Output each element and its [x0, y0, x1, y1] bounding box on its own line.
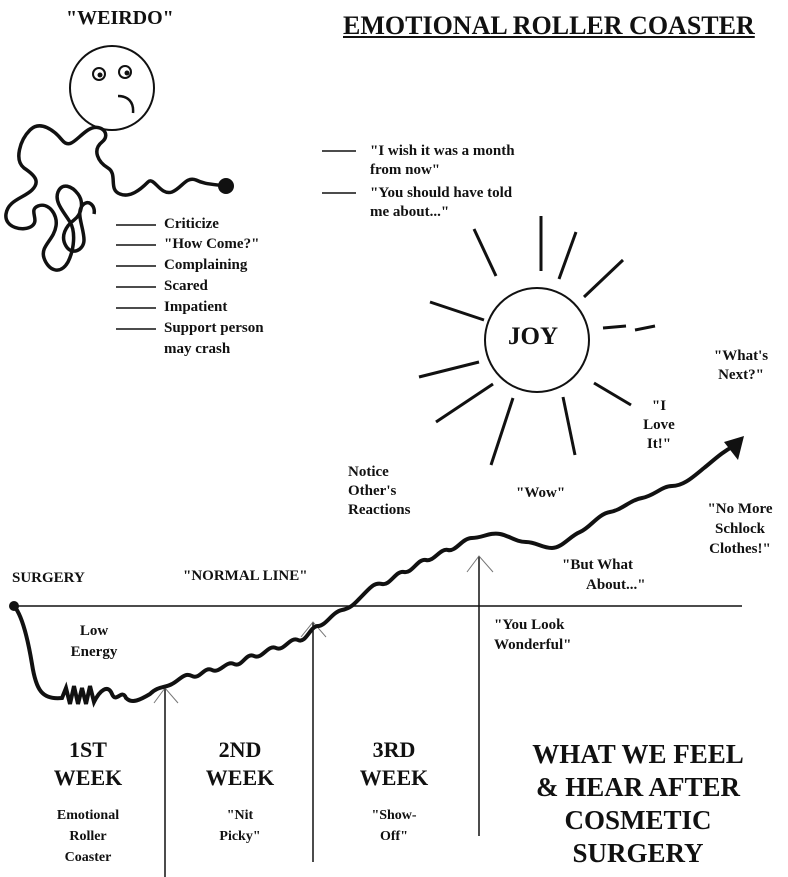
quote-told-line2: me about...": [370, 204, 450, 220]
week1-word: WEEK: [53, 765, 123, 790]
label-whats-next-1: "What's: [713, 348, 769, 364]
trait-support-person: Support person: [164, 320, 264, 336]
trait-how-come: "How Come?": [164, 236, 260, 252]
label-i-love-it-1: "I: [651, 398, 667, 414]
label-wow: "Wow": [516, 485, 566, 501]
weirdo-scribble: [4, 124, 227, 272]
week1-desc-2: Roller: [69, 829, 107, 844]
weirdo-left-pupil: [97, 72, 103, 78]
label-normal-line: "NORMAL LINE": [183, 568, 308, 584]
quote-told-line1: "You should have told: [370, 185, 513, 201]
week2-word: WEEK: [205, 765, 275, 790]
trait-impatient: Impatient: [164, 299, 228, 315]
week3-marker: [466, 555, 494, 573]
label-notice-2: Other's: [348, 483, 397, 499]
quote-dashes: [322, 150, 356, 194]
caption-line-2: & HEAR AFTER: [535, 772, 741, 802]
label-no-more-2: Schlock: [714, 521, 765, 537]
trait-scared: Scared: [164, 278, 208, 294]
weirdo-mouth: [117, 94, 135, 114]
weirdo-face: [69, 45, 155, 131]
caption-line-3: COSMETIC: [564, 805, 712, 835]
trait-complaining: Complaining: [164, 257, 248, 273]
joy-label: JOY: [508, 323, 558, 350]
quote-wish-line2: from now": [370, 162, 441, 178]
label-you-look-2: Wonderful": [494, 637, 572, 653]
week1-desc-3: Coaster: [64, 850, 112, 865]
weirdo-label: "WEIRDO": [66, 7, 174, 29]
label-low-energy-2: Energy: [70, 644, 118, 660]
trait-may-crash: may crash: [164, 341, 231, 357]
emotion-curve: [12, 444, 736, 708]
label-no-more-3: Clothes!": [709, 541, 771, 557]
label-i-love-it-3: It!": [646, 436, 672, 452]
caption-line-4: SURGERY: [572, 838, 704, 868]
week2-number: 2ND: [218, 737, 262, 762]
label-whats-next-2: Next?": [718, 367, 764, 383]
trait-dashes: [116, 224, 156, 330]
week3-number: 3RD: [372, 737, 416, 762]
label-but-what-1: "But What: [562, 557, 633, 573]
weirdo-right-pupil: [124, 70, 130, 76]
label-surgery: SURGERY: [12, 570, 85, 586]
week2-marker: [300, 621, 327, 638]
week2-desc-1: "Nit: [226, 808, 254, 823]
sun-rays: [418, 216, 656, 466]
week3-desc-1: "Show-: [371, 808, 417, 823]
scribble-end-dot: [218, 178, 234, 194]
label-i-love-it-2: Love: [643, 417, 675, 433]
trait-criticize: Criticize: [164, 216, 219, 232]
label-but-what-2: About...": [586, 577, 646, 593]
quote-wish-line1: "I wish it was a month: [370, 143, 515, 159]
label-notice-3: Reactions: [348, 502, 411, 518]
week3-desc-2: Off": [380, 829, 408, 844]
curve-arrowhead: [724, 436, 744, 460]
label-no-more-1: "No More: [707, 501, 773, 517]
page-title: EMOTIONAL ROLLER COASTER: [343, 11, 755, 40]
week3-word: WEEK: [359, 765, 429, 790]
caption-line-1: WHAT WE FEEL: [532, 739, 744, 769]
week1-number: 1ST: [69, 737, 107, 762]
week2-desc-2: Picky": [219, 829, 261, 844]
joy-sun: [484, 287, 590, 393]
label-low-energy-1: Low: [79, 623, 109, 639]
label-you-look-1: "You Look: [494, 617, 565, 633]
week1-desc-1: Emotional: [56, 808, 120, 823]
label-notice-1: Notice: [348, 464, 389, 480]
